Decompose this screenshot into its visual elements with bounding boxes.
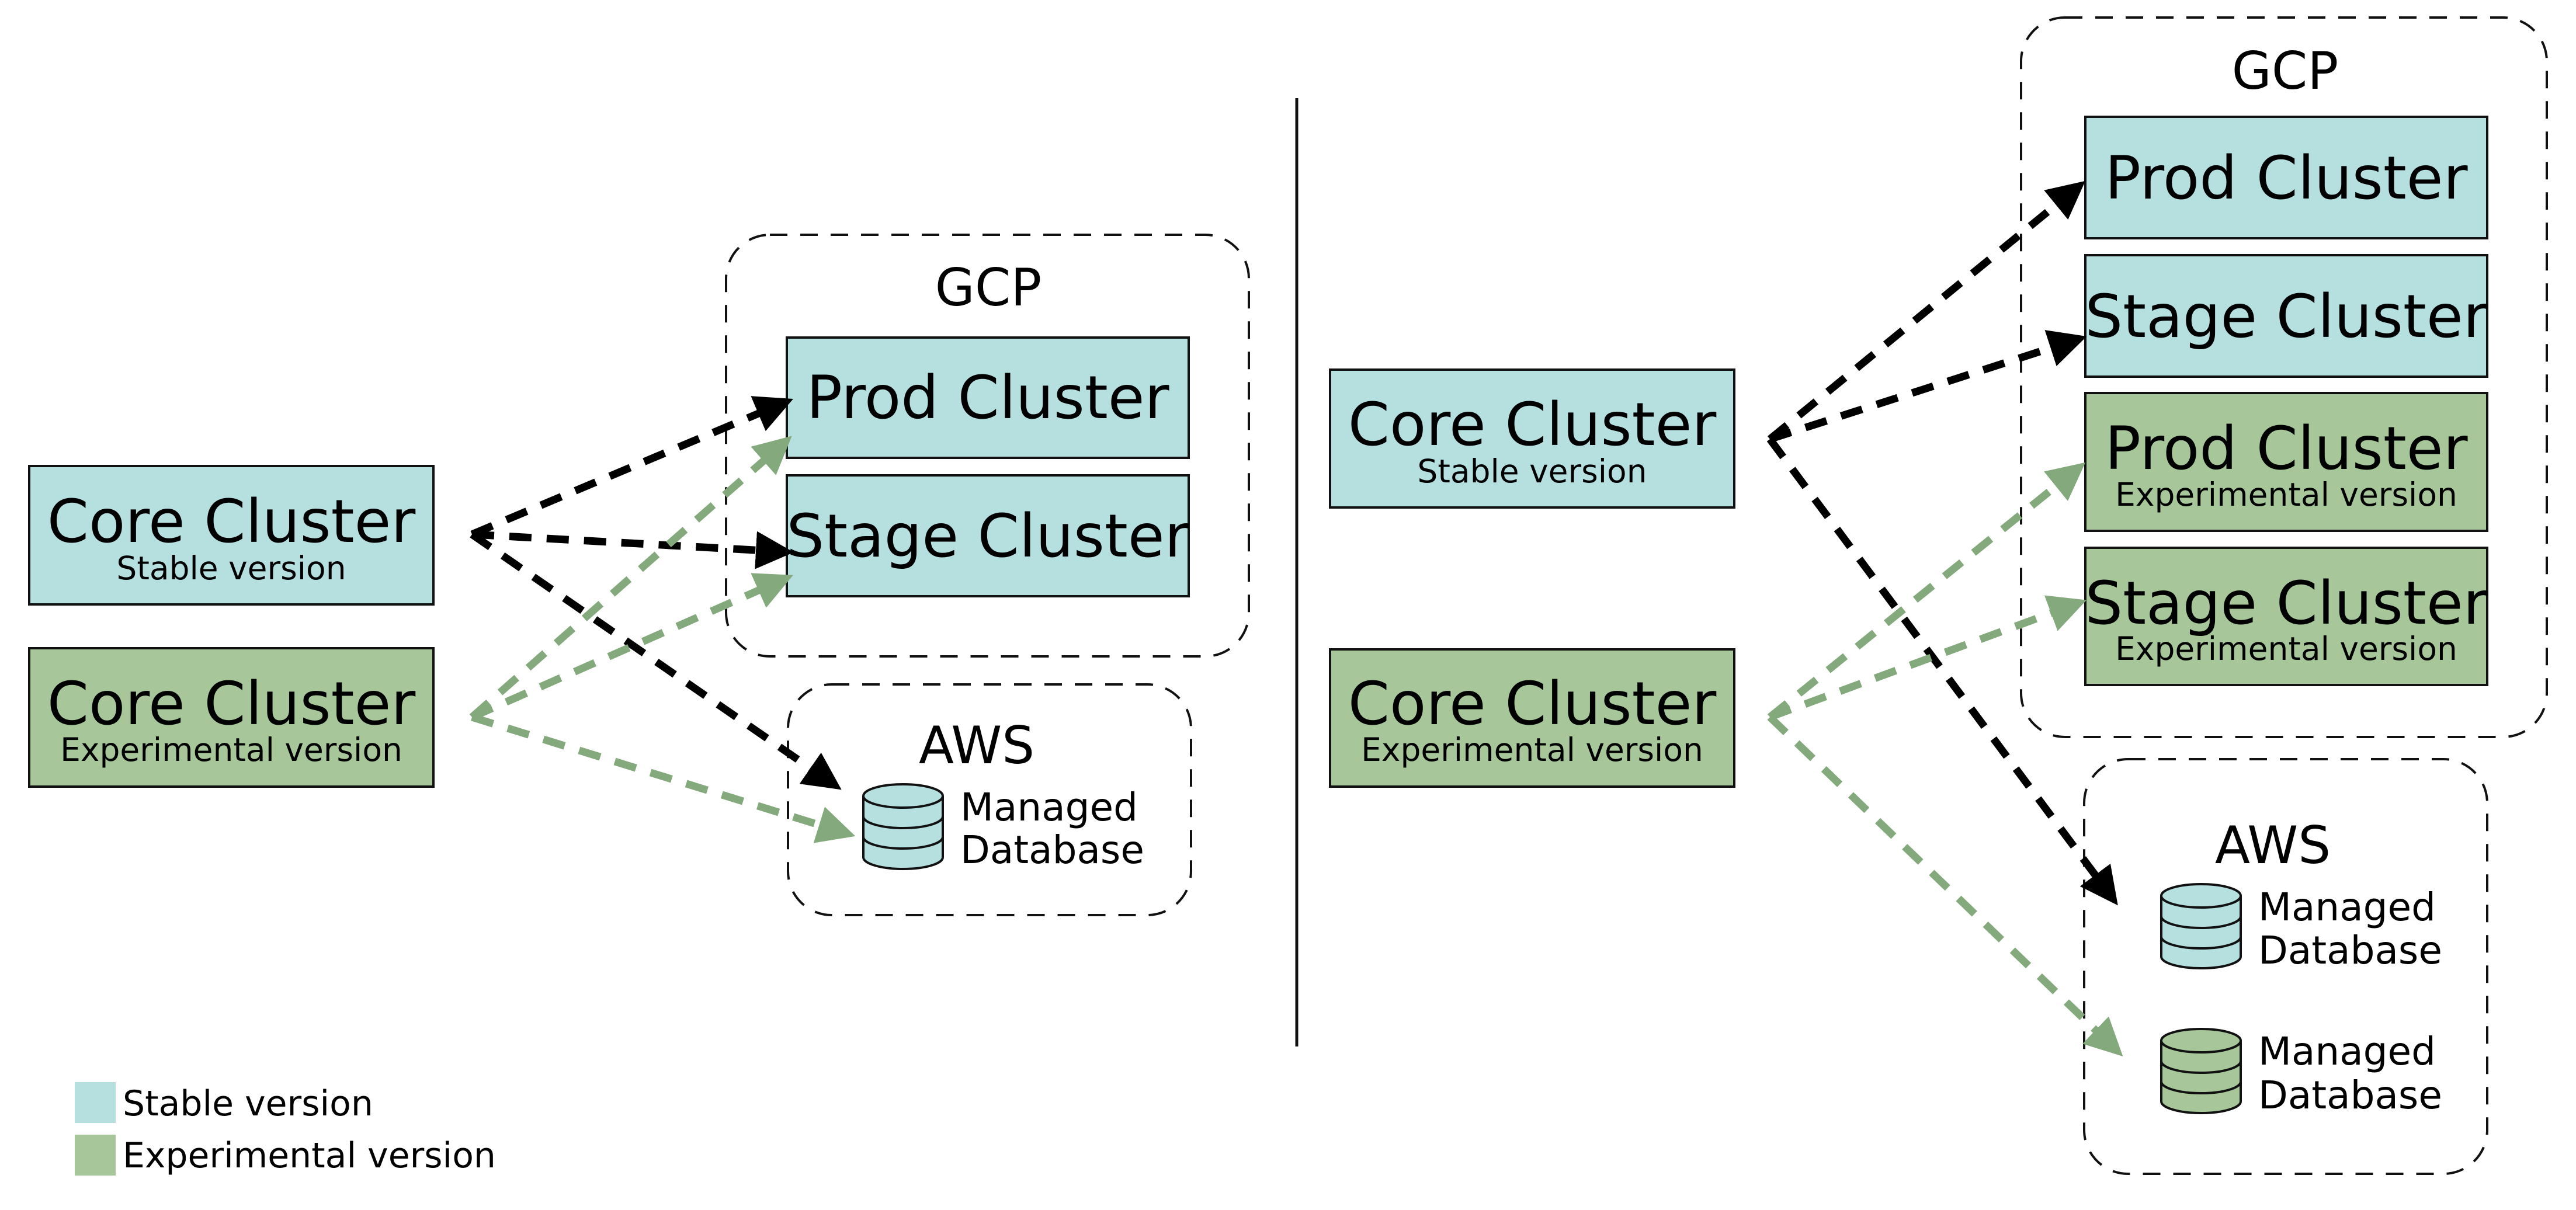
right-prod-experimental-box (2084, 392, 2488, 532)
left-arrow-stable-to-prod (470, 396, 793, 538)
right-core-experimental-title: Core Cluster (1348, 669, 1717, 739)
left-database-label-line2: Database (960, 827, 1144, 872)
left-core-stable-subtitle: Stable version (116, 550, 346, 587)
left-stage-cluster-title: Stage Cluster (786, 502, 1189, 571)
right-prod-experimental-subtitle: Experimental version (2115, 476, 2457, 513)
left-database-icon (862, 783, 944, 870)
left-gcp-region (725, 234, 1250, 658)
right-stage-experimental-subtitle: Experimental version (2115, 630, 2457, 667)
left-database-label-line1: Managed (960, 785, 1138, 830)
left-prod-cluster-title: Prod Cluster (806, 363, 1169, 433)
right-aws-region (2083, 758, 2488, 1175)
right-gcp-title: GCP (2232, 41, 2339, 101)
right-arrow-experimental-to-database (1767, 714, 2123, 1057)
legend-stable-label: Stable version (123, 1083, 373, 1124)
left-arrow-stable-to-database (470, 531, 842, 790)
right-core-experimental-box (1329, 648, 1735, 788)
right-stage-experimental-box (2084, 547, 2488, 686)
right-database-stable-icon (2160, 883, 2242, 969)
right-prod-stable-title: Prod Cluster (2105, 144, 2467, 213)
right-core-stable-box (1329, 368, 1735, 509)
right-prod-stable-box (2084, 116, 2488, 239)
right-database-experimental-icon (2160, 1028, 2242, 1114)
right-arrow-experimental-to-stage (1768, 595, 2087, 721)
right-database-experimental-label-line2: Database (2258, 1073, 2442, 1118)
right-gcp-region (2020, 16, 2548, 738)
right-stage-experimental-title: Stage Cluster (2085, 569, 2487, 638)
right-database-stable-label-line2: Database (2258, 928, 2442, 973)
left-core-experimental-title: Core Cluster (47, 669, 416, 739)
legend-experimental-label: Experimental version (123, 1135, 496, 1176)
left-stage-cluster-box (786, 474, 1190, 597)
left-aws-title: AWS (919, 715, 1034, 776)
left-aws-region (787, 683, 1192, 916)
right-stage-stable-box (2084, 254, 2488, 378)
right-core-experimental-subtitle: Experimental version (1361, 731, 1703, 769)
right-prod-experimental-title: Prod Cluster (2105, 414, 2467, 484)
legend-experimental-swatch (75, 1135, 116, 1176)
right-arrow-stable-to-prod (1767, 180, 2086, 443)
left-arrow-experimental-to-stage (470, 573, 793, 721)
right-core-stable-title: Core Cluster (1348, 390, 1717, 460)
right-arrow-experimental-to-prod (1767, 462, 2086, 721)
left-core-stable-box (28, 465, 435, 606)
right-database-stable-label-line1: Managed (2258, 885, 2436, 930)
right-arrow-stable-to-stage (1768, 330, 2087, 443)
right-aws-title: AWS (2215, 815, 2331, 875)
left-arrow-experimental-to-prod (469, 436, 792, 720)
left-arrow-experimental-to-database (471, 713, 856, 843)
right-core-stable-subtitle: Stable version (1417, 453, 1647, 490)
left-gcp-title: GCP (935, 258, 1042, 318)
left-arrow-stable-to-stage (471, 530, 794, 569)
right-stage-stable-title: Stage Cluster (2085, 282, 2487, 352)
left-core-experimental-box (28, 647, 435, 788)
left-core-experimental-subtitle: Experimental version (60, 731, 402, 769)
left-core-stable-title: Core Cluster (47, 487, 416, 557)
right-database-experimental-label-line1: Managed (2258, 1029, 2436, 1074)
legend-stable-swatch (75, 1082, 116, 1123)
right-arrow-stable-to-database (1766, 437, 2118, 906)
